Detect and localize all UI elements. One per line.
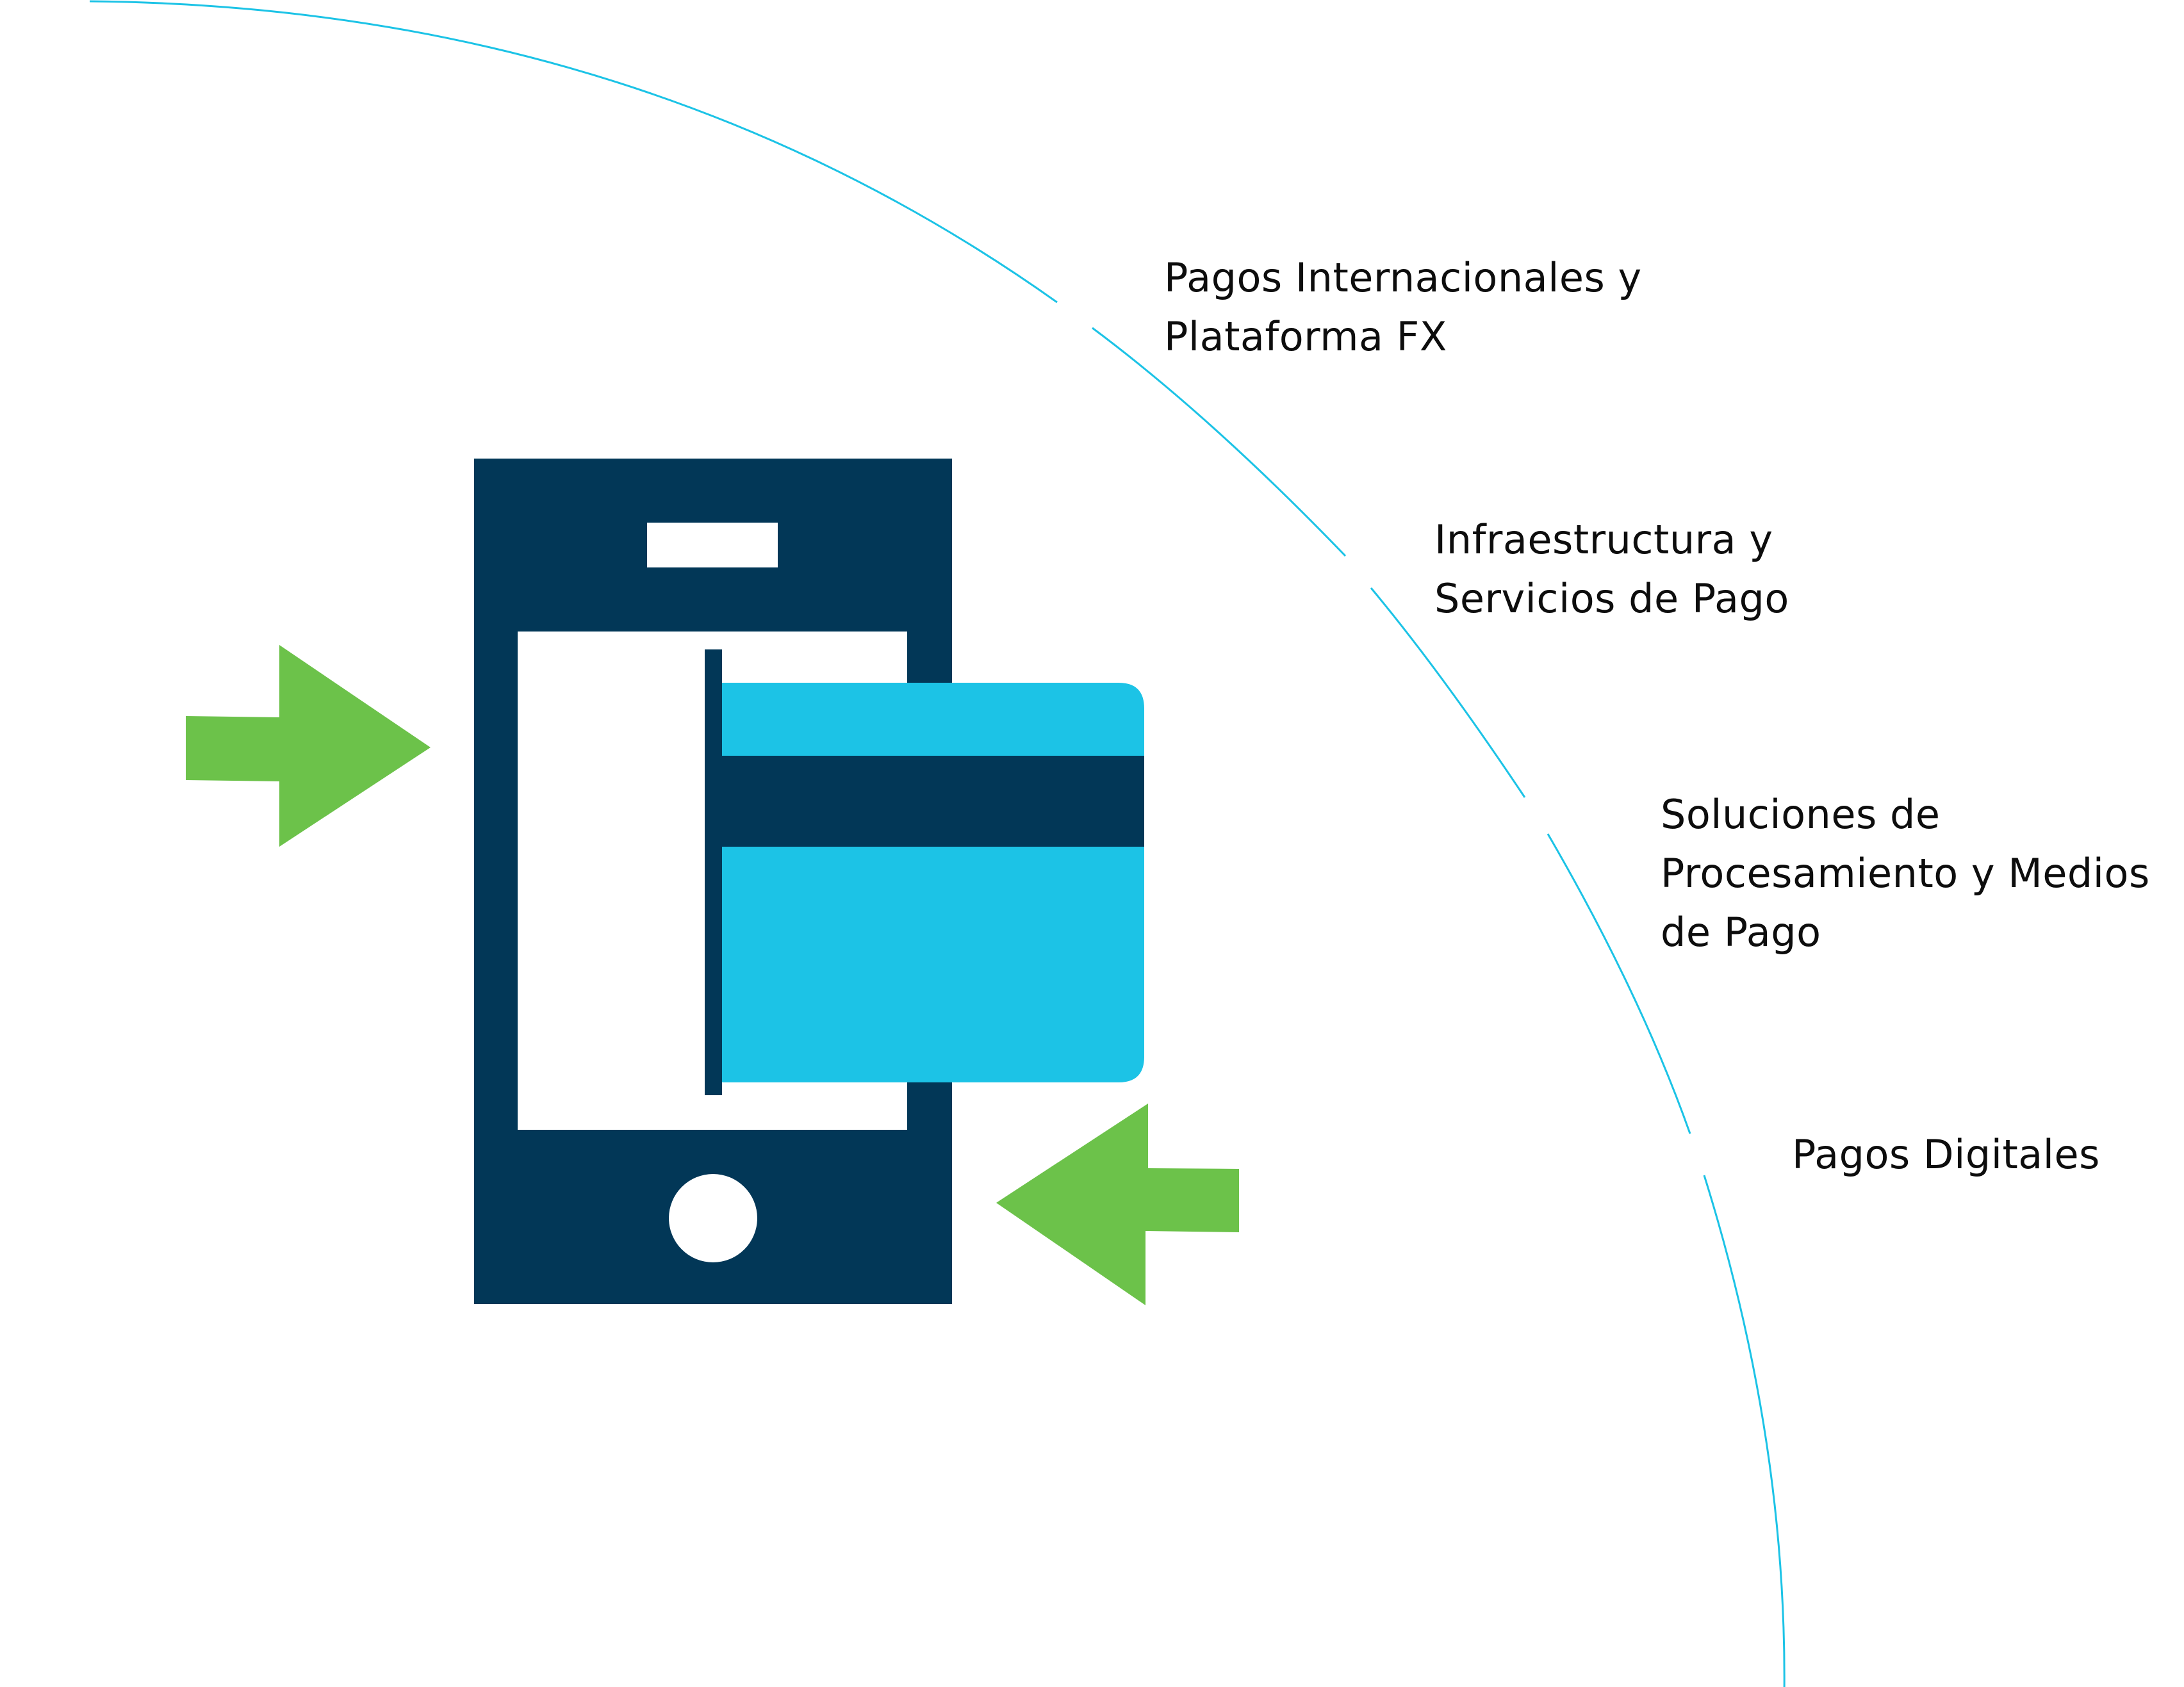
card-stripe <box>722 756 1144 847</box>
label-digital-payments: Pagos Digitales <box>1792 1125 2100 1184</box>
phone-home-button <box>669 1174 757 1262</box>
arc-segment-5 <box>1703 1175 1786 1687</box>
label-line: Servicios de Pago <box>1434 575 1789 622</box>
arc-segment-2 <box>1092 327 1347 557</box>
arc-segment-1 <box>89 0 1058 304</box>
label-line: Pagos Digitales <box>1792 1131 2100 1178</box>
label-international-payments-fx: Pagos Internacionales y Plataforma FX <box>1164 249 1642 366</box>
label-processing-solutions: Soluciones de Procesamiento y Medios de … <box>1661 785 2150 962</box>
phone-speaker <box>647 523 778 567</box>
label-line: de Pago <box>1661 909 1821 956</box>
label-payment-infrastructure: Infraestructura y Servicios de Pago <box>1434 510 1789 628</box>
credit-card-icon <box>705 649 1144 1095</box>
card-body <box>722 683 1144 1082</box>
label-line: Procesamiento y Medios <box>1661 850 2150 897</box>
orbit-arc <box>89 0 1786 1687</box>
arrow-right-icon <box>186 645 431 847</box>
label-line: Infraestructura y <box>1434 516 1773 563</box>
arrow-left-icon <box>996 1104 1239 1305</box>
arc-segment-3 <box>1370 587 1526 798</box>
label-line: Soluciones de <box>1661 791 1941 838</box>
arc-segment-4 <box>1547 833 1691 1134</box>
label-line: Plataforma FX <box>1164 313 1447 360</box>
label-line: Pagos Internacionales y <box>1164 254 1642 301</box>
card-edge <box>705 649 722 1095</box>
